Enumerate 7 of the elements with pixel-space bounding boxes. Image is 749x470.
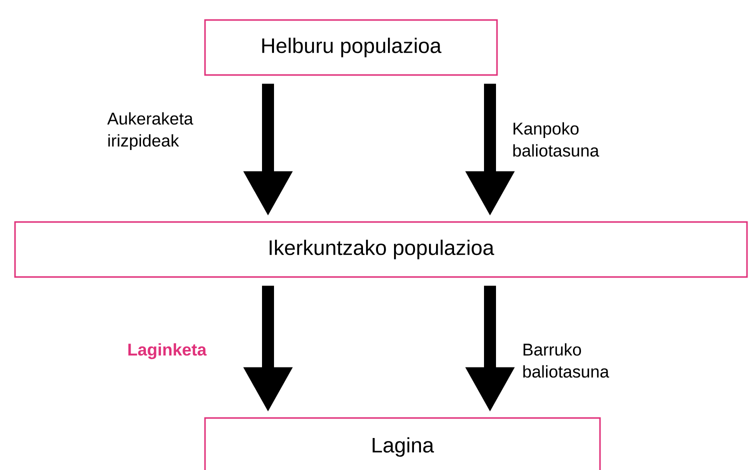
edge-label: Barruko baliotasuna [523,343,610,378]
edge-label: Kanpoko baliotasuna [513,122,600,157]
population-box: Lagina [204,417,601,470]
edge-label: Aukeraketa irizpideak [107,112,194,150]
population-box: Ikerkuntzako populazioa [14,221,748,278]
population-box: Helburu populazioa [204,19,498,76]
edge-label: Laginketa [128,343,207,360]
